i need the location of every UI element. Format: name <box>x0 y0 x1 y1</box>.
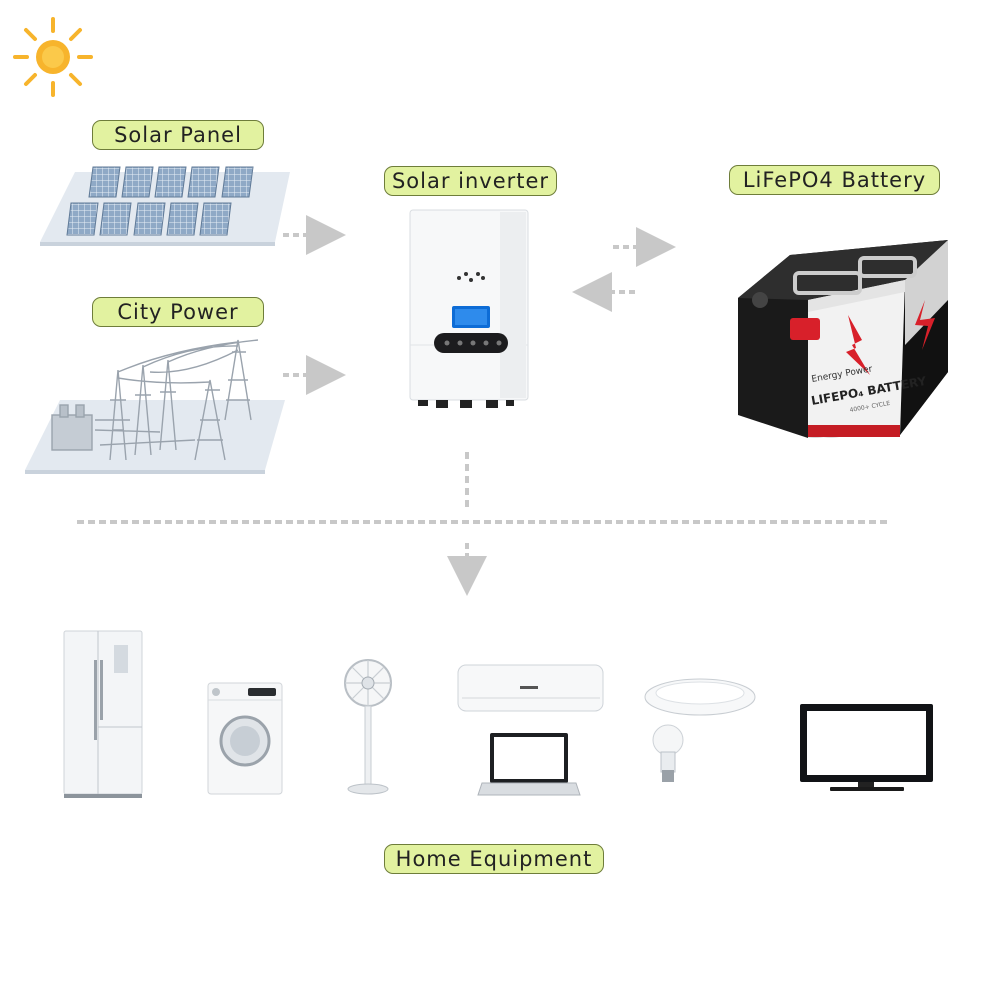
fan-icon <box>344 659 392 795</box>
home-equipment-label: Home Equipment <box>384 844 604 874</box>
sun-icon <box>13 17 93 97</box>
fridge-icon <box>63 630 143 798</box>
light-bulb-icon <box>652 724 684 782</box>
inverter-icon <box>409 209 529 408</box>
solar-panel-icon <box>40 166 290 246</box>
battery-icon: Energy Power LIFEPO₄ BATTERY 4000+ CYCLE <box>738 240 948 438</box>
power-grid-icon <box>25 339 285 474</box>
laptop-icon <box>477 733 581 796</box>
solar-panel-label: Solar Panel <box>92 120 264 150</box>
city-power-label: City Power <box>92 297 264 327</box>
air-conditioner-icon <box>457 664 604 712</box>
solar-inverter-label: Solar inverter <box>384 166 557 196</box>
ceiling-lamp-icon <box>644 678 756 716</box>
washing-machine-icon <box>207 682 283 795</box>
battery-label: LiFePO4 Battery <box>729 165 940 195</box>
tv-icon <box>800 704 933 791</box>
